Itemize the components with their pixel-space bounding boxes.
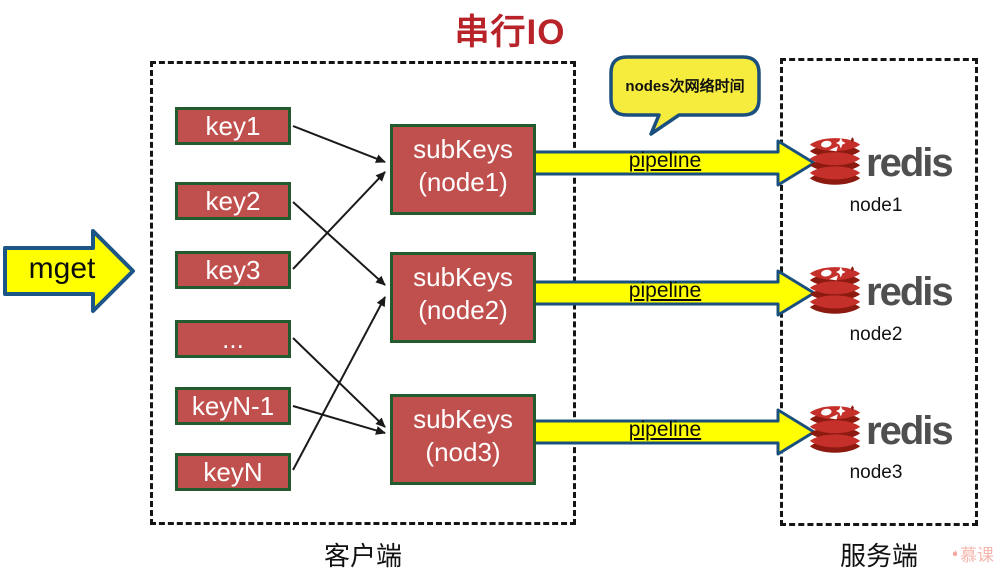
redis-wordmark: redis xyxy=(866,141,954,185)
redis-logo-icon xyxy=(806,136,864,188)
mget-arrow xyxy=(3,229,135,313)
redis-logo-icon xyxy=(806,404,864,456)
node2-label: node2 xyxy=(849,324,903,345)
pipeline-arrow-1 xyxy=(531,139,816,187)
connector-key2-node2 xyxy=(292,201,386,286)
subkeys-box-node2: subKeys (node2) xyxy=(390,252,536,343)
callout-label: nodes次网络时间 xyxy=(625,78,745,95)
subkeys-box-node1: subKeys (node1) xyxy=(390,124,536,215)
watermark: 慕课 xyxy=(952,541,994,565)
mget-arrow-label: mget xyxy=(28,252,96,285)
key-box-n: keyN xyxy=(175,453,291,491)
key-box-dots: ... xyxy=(175,320,291,358)
pipeline-label-1: pipeline xyxy=(628,149,702,172)
pipeline-label-3: pipeline xyxy=(628,418,702,441)
diagram-title: 串行IO xyxy=(454,13,566,52)
pipeline-arrow-3 xyxy=(531,408,816,456)
redis-wordmark: redis xyxy=(866,409,954,453)
connector-keyN1-node3 xyxy=(292,405,386,435)
connector-key3-node1 xyxy=(292,171,386,270)
watermark-text: 慕课 xyxy=(960,545,994,565)
subkeys-box-node3: subKeys (nod3) xyxy=(390,394,536,485)
node1-label: node1 xyxy=(849,195,903,216)
key-box-n1: keyN-1 xyxy=(175,387,291,425)
key-box-2: key2 xyxy=(175,182,291,220)
connector-keyN-node2 xyxy=(292,296,386,471)
client-group-label: 客户端 xyxy=(323,541,402,571)
node3-label: node3 xyxy=(849,462,903,483)
server-group-label: 服务端 xyxy=(839,541,918,571)
key-box-3: key3 xyxy=(175,251,291,289)
key-box-1: key1 xyxy=(175,107,291,145)
callout-bubble xyxy=(609,55,761,136)
flame-icon xyxy=(952,549,958,556)
pipeline-arrow-2 xyxy=(531,269,816,317)
redis-wordmark: redis xyxy=(866,270,954,314)
pipeline-label-2: pipeline xyxy=(628,279,702,302)
redis-logo-icon xyxy=(806,265,864,317)
connector-key1-node1 xyxy=(292,125,386,163)
